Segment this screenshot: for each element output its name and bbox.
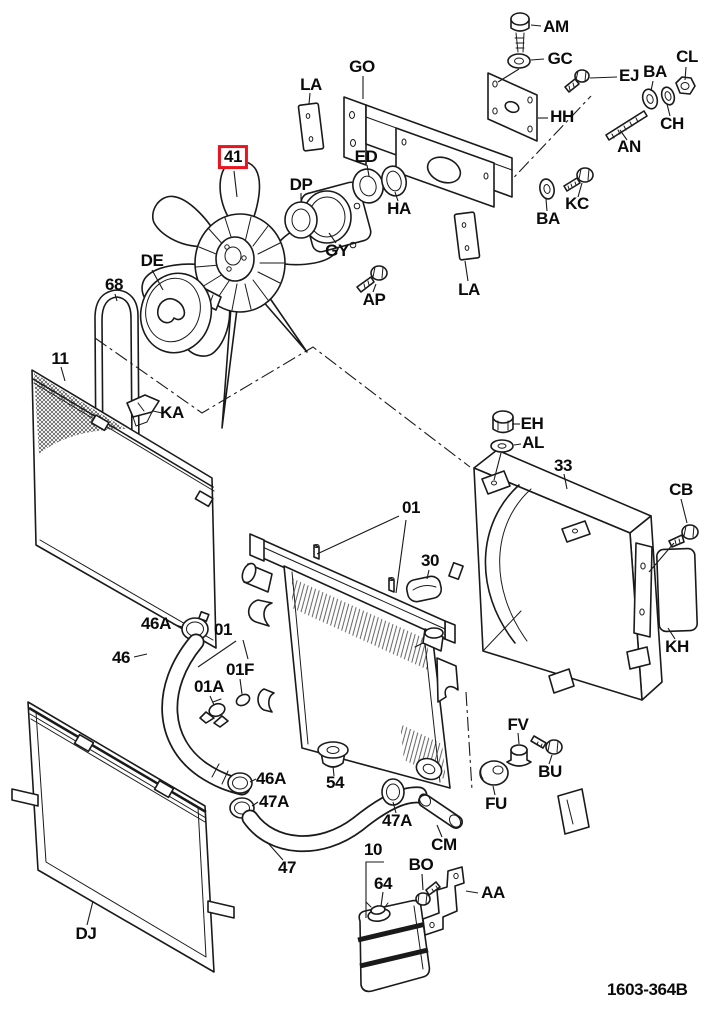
- shroud-33-drawing: [473, 449, 663, 835]
- part-label-ed[interactable]: ED: [354, 147, 378, 167]
- part-label-01f[interactable]: 01F: [225, 660, 255, 680]
- part-label-dp[interactable]: DP: [289, 175, 313, 195]
- frame-panel-dj-drawing: [11, 701, 235, 973]
- hose-46-drawing: [161, 611, 253, 796]
- screen-panel-11-drawing: [31, 369, 217, 649]
- bushing-fv-drawing: [506, 744, 532, 767]
- hose-47-drawing: [229, 778, 428, 852]
- seal-dp-drawing: [284, 201, 318, 239]
- part-label-kh[interactable]: KH: [665, 637, 689, 657]
- part-label-ba-mid[interactable]: BA: [536, 209, 560, 229]
- radiator-01-drawing: [241, 533, 464, 789]
- part-label-bo[interactable]: BO: [408, 855, 434, 875]
- clip-ka-drawing: [126, 394, 160, 427]
- crossmember-go-drawing: [343, 96, 513, 644]
- part-label-46a-upper[interactable]: 46A: [141, 614, 171, 634]
- part-label-01-right[interactable]: 01: [401, 498, 421, 518]
- part-label-ba-top[interactable]: BA: [643, 62, 667, 82]
- part-label-al[interactable]: AL: [522, 433, 544, 453]
- washer-gc-drawing: [507, 53, 531, 69]
- cap-30-drawing: [405, 575, 443, 603]
- part-label-30[interactable]: 30: [420, 551, 440, 571]
- part-label-ch[interactable]: CH: [660, 114, 684, 134]
- packing-01f-drawing: [235, 693, 251, 707]
- plate-la-mid-drawing: [453, 211, 481, 261]
- part-label-hh[interactable]: HH: [550, 107, 574, 127]
- cap-eh-drawing: [492, 410, 514, 434]
- washer-ba-mid-drawing: [539, 178, 555, 200]
- part-label-10[interactable]: 10: [363, 840, 383, 860]
- part-label-cb[interactable]: CB: [669, 480, 693, 500]
- part-label-47[interactable]: 47: [277, 858, 297, 878]
- bolt-bo-drawing: [415, 881, 441, 906]
- washer-ch-drawing: [660, 86, 676, 106]
- part-label-la-mid[interactable]: LA: [458, 280, 480, 300]
- part-label-bu[interactable]: BU: [538, 762, 562, 782]
- part-label-47a-lower[interactable]: 47A: [382, 811, 412, 831]
- part-label-ap[interactable]: AP: [362, 290, 386, 310]
- bolt-cb-drawing: [648, 524, 699, 573]
- seal-ed-drawing: [352, 168, 384, 204]
- part-label-ka[interactable]: KA: [160, 403, 184, 423]
- plate-la-top-drawing: [297, 102, 325, 152]
- part-label-54[interactable]: 54: [325, 773, 345, 793]
- part-label-an[interactable]: AN: [617, 137, 641, 157]
- bracket-hh-drawing: [487, 68, 538, 142]
- assembly-alignment-lines: [94, 95, 592, 791]
- part-label-46a-lower[interactable]: 46A: [256, 769, 286, 789]
- washer-ba-top-drawing: [641, 88, 659, 110]
- part-label-01a[interactable]: 01A: [194, 677, 224, 697]
- bracket-kh-drawing: [633, 542, 698, 638]
- belt-68-drawing: [94, 289, 140, 471]
- reservoir-10-drawing: [357, 899, 431, 993]
- part-label-46[interactable]: 46: [111, 648, 131, 668]
- part-label-33[interactable]: 33: [553, 456, 573, 476]
- bolt-am-drawing: [510, 12, 530, 53]
- bracket-aa-drawing: [422, 866, 465, 936]
- part-label-fu[interactable]: FU: [485, 794, 507, 814]
- part-label-kc[interactable]: KC: [565, 194, 589, 214]
- part-label-ej[interactable]: EJ: [619, 66, 639, 86]
- part-label-41[interactable]: 41: [217, 145, 249, 169]
- bolt-bu-drawing: [530, 735, 563, 755]
- part-label-dj[interactable]: DJ: [75, 924, 97, 944]
- pipe-cm-drawing: [418, 793, 463, 829]
- part-label-go[interactable]: GO: [349, 57, 375, 77]
- part-label-aa[interactable]: AA: [481, 883, 505, 903]
- bolt-ej-drawing: [564, 69, 590, 93]
- stud-an-drawing: [605, 110, 648, 141]
- part-label-47a-upper[interactable]: 47A: [259, 792, 289, 812]
- part-label-fv[interactable]: FV: [507, 715, 529, 735]
- part-label-cm[interactable]: CM: [431, 835, 457, 855]
- part-label-eh[interactable]: EH: [520, 414, 544, 434]
- ring-ha-drawing: [380, 165, 408, 197]
- mount-54-drawing: [317, 741, 349, 768]
- part-label-cl[interactable]: CL: [676, 47, 698, 67]
- pulley-de-drawing: [139, 272, 213, 354]
- washer-al-drawing: [490, 439, 514, 481]
- label-leader-lines: [60, 24, 688, 926]
- part-label-la-top[interactable]: LA: [300, 75, 322, 95]
- cap-64-drawing: [365, 901, 391, 923]
- part-label-64[interactable]: 64: [373, 874, 393, 894]
- part-label-gc[interactable]: GC: [547, 49, 573, 69]
- part-label-ha[interactable]: HA: [387, 199, 411, 219]
- part-label-01-left[interactable]: 01: [213, 620, 233, 640]
- bolt-ap-drawing: [356, 265, 388, 293]
- drawing-number: 1603-364B: [607, 980, 688, 999]
- bolt-kc-drawing: [563, 167, 594, 192]
- nut-cl-drawing: [675, 76, 696, 95]
- grommet-fu-drawing: [479, 760, 509, 786]
- part-label-11[interactable]: 11: [51, 349, 69, 369]
- part-label-68[interactable]: 68: [104, 275, 124, 295]
- part-label-am[interactable]: AM: [543, 17, 569, 37]
- part-label-de[interactable]: DE: [140, 251, 164, 271]
- drain-cock-01a-drawing: [199, 698, 229, 728]
- part-label-gy[interactable]: GY: [325, 241, 349, 261]
